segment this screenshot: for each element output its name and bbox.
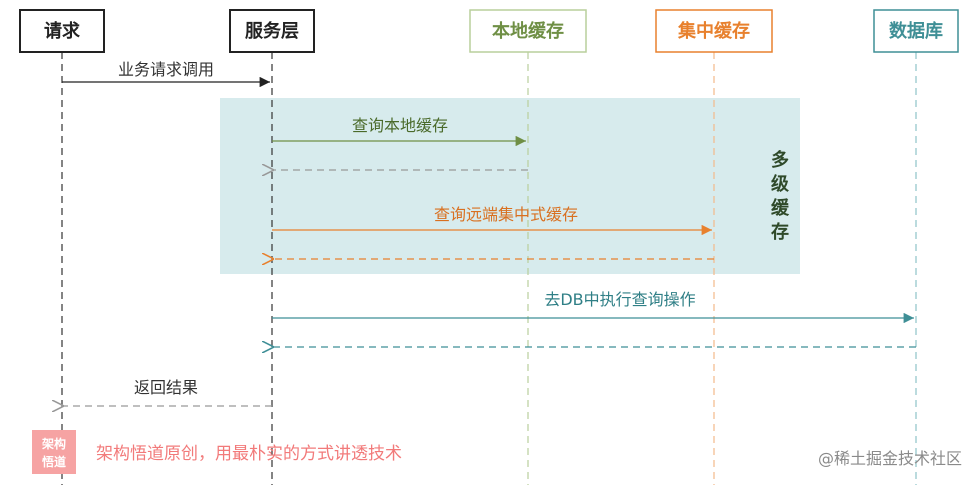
band-label-char-4: 存 <box>771 221 789 243</box>
band-label-char-3: 缓 <box>771 197 790 219</box>
watermark-text: 架构悟道原创，用最朴实的方式讲透技术 <box>96 444 402 464</box>
actor-label-local-cache: 本地缓存 <box>492 20 564 42</box>
actor-label-service-layer: 服务层 <box>245 20 299 42</box>
watermark-logo <box>32 430 76 474</box>
message-label-db-query: 去DB中执行查询操作 <box>544 290 695 309</box>
actor-box-service-layer <box>229 9 315 53</box>
actor-label-database: 数据库 <box>889 20 943 42</box>
band-label-char-2: 级 <box>771 173 790 195</box>
actor-box-database <box>873 9 959 53</box>
band-label-char-1: 多 <box>771 149 789 171</box>
message-label-return-result: 返回结果 <box>134 378 198 397</box>
actor-box-central-cache <box>655 9 773 53</box>
watermark-logo-line-2: 悟道 <box>42 454 66 469</box>
message-label-query-local-cache: 查询本地缓存 <box>352 116 448 135</box>
actor-box-local-cache <box>469 9 587 53</box>
watermark-logo-line-1: 架构 <box>41 436 66 451</box>
message-label-query-central-cache: 查询远端集中式缓存 <box>434 205 578 224</box>
actor-label-central-cache: 集中缓存 <box>677 20 750 42</box>
message-label-business-request: 业务请求调用 <box>118 60 214 79</box>
actor-box-request <box>19 9 105 53</box>
corner-watermark: @稀土掘金技术社区 <box>818 449 962 468</box>
actor-label-request: 请求 <box>44 20 81 42</box>
multi-level-cache-band <box>220 98 800 274</box>
